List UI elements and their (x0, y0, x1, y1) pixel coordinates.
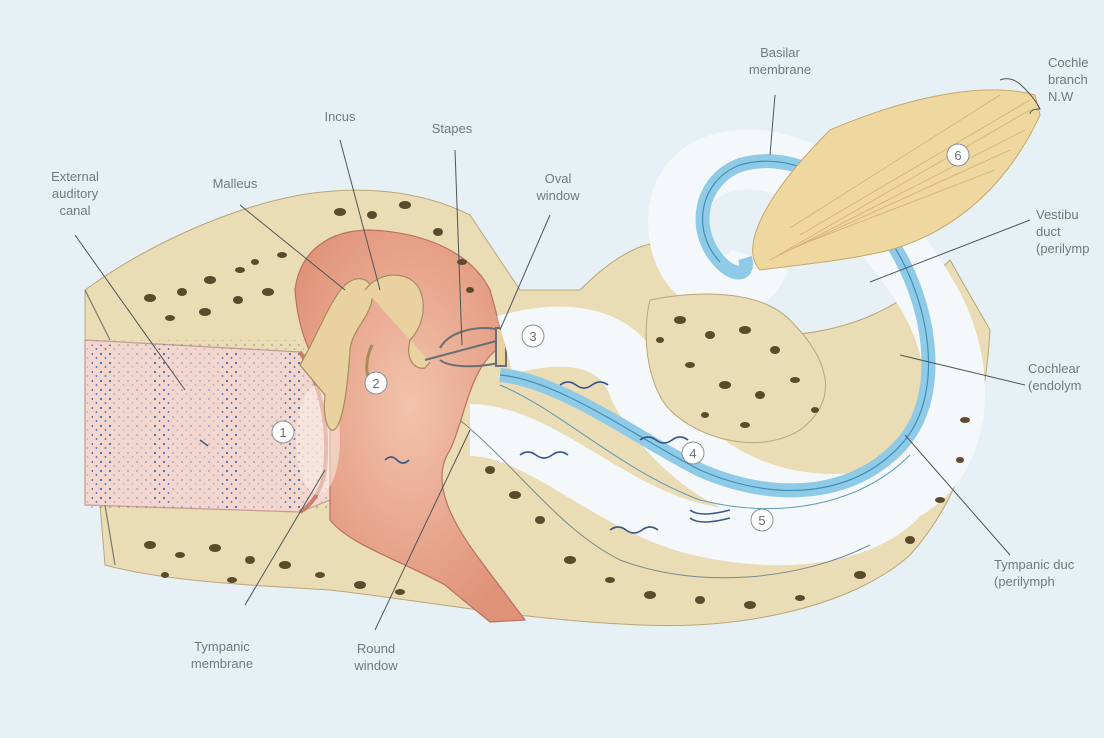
step-6-number: 6 (954, 148, 961, 163)
label-tympanic-membrane: Tympanic membrane (172, 638, 272, 672)
step-3-number: 3 (529, 329, 536, 344)
step-2-number: 2 (372, 376, 379, 391)
label-vestibular-duct: Vestibu duct (perilymp (1036, 206, 1104, 257)
label-basilar-membrane: Basilar membrane (730, 44, 830, 78)
label-malleus: Malleus (195, 175, 275, 192)
label-round-window: Round window (336, 640, 416, 674)
step-5-number: 5 (758, 513, 765, 528)
label-tympanic-duct: Tympanic duc (perilymph (994, 556, 1104, 590)
label-external-auditory-canal: External auditory canal (30, 168, 120, 219)
label-cochlear-duct: Cochlear (endolym (1028, 360, 1104, 394)
step-4-number: 4 (689, 446, 696, 461)
label-cochlear-branch: Cochle branch N.W (1048, 54, 1104, 105)
label-stapes: Stapes (412, 120, 492, 137)
label-incus: Incus (300, 108, 380, 125)
step-1-number: 1 (279, 425, 286, 440)
cochlear-nerve (753, 90, 1040, 270)
label-oval-window: Oval window (518, 170, 598, 204)
